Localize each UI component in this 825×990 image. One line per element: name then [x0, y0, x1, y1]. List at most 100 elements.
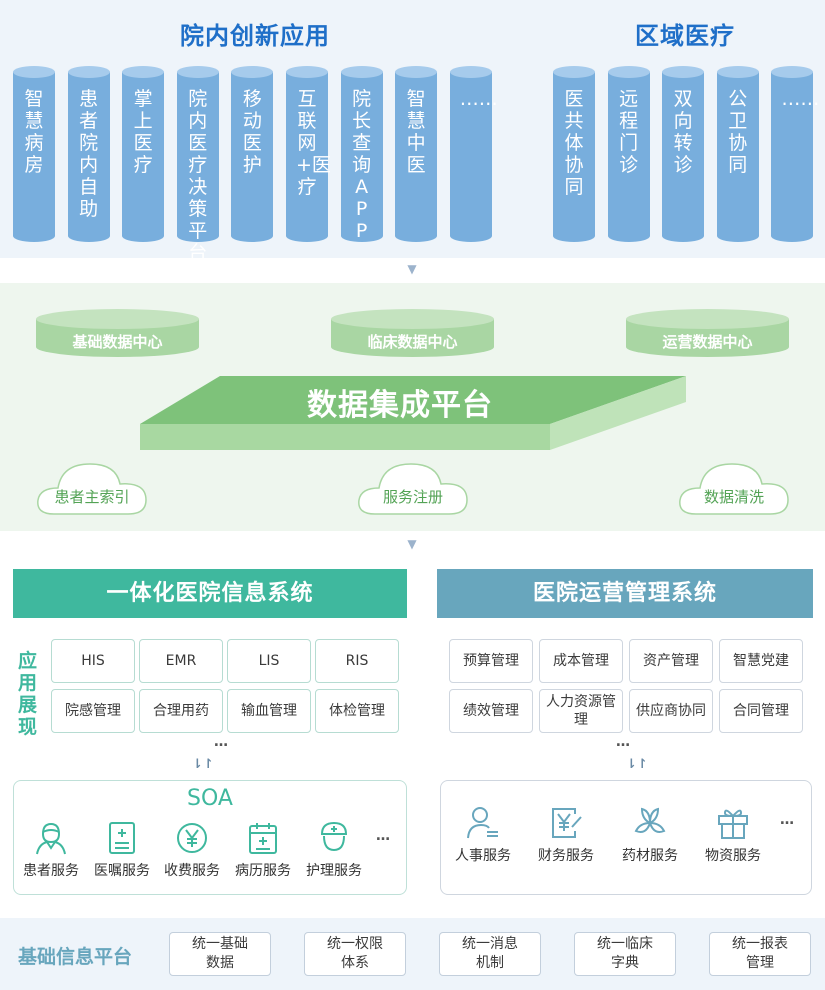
column-label: 互联网+医疗 [296, 88, 331, 198]
app-chip: 资产管理 [629, 639, 713, 683]
cloud-icon [37, 463, 147, 515]
app-chip-label: 绩效管理 [463, 703, 519, 719]
column-cylinder: 患者院内自助 [67, 66, 110, 242]
column-label: 掌上医疗 [133, 88, 153, 176]
data-center-operation: 运营数据中心 [626, 309, 789, 357]
soa-box [13, 780, 407, 895]
service-label: 收费服务 [164, 863, 220, 879]
base-item-label: 统一报表管理 [732, 936, 788, 971]
service-label: 护理服务 [306, 863, 362, 879]
operation-service-box [440, 780, 812, 895]
column-cylinder: 掌上医疗 [122, 66, 165, 242]
column-label: 智慧中医 [406, 88, 426, 176]
base-item-label: 统一临床字典 [597, 936, 653, 971]
app-chip: 供应商协同 [629, 689, 713, 733]
column-label: 公卫协同 [728, 88, 748, 176]
innovation-title: 院内创新应用 [180, 22, 330, 50]
service-hr: 人事服务 [450, 805, 516, 865]
app-chip-label: 体检管理 [329, 703, 385, 719]
cylinder-icon [607, 66, 650, 242]
app-chip-label: 资产管理 [643, 653, 699, 669]
base-item: 统一权限体系 [304, 932, 406, 976]
cylinder-icon [67, 66, 110, 242]
column-label: 患者院内自助 [79, 88, 99, 220]
bidirectional-arrow-icon: ⇂↾ [626, 757, 648, 772]
app-chip: 人力资源管理 [539, 689, 623, 733]
clipboard-icon [109, 822, 135, 854]
cylinder-icon [340, 66, 383, 242]
cylinder-icon [36, 309, 199, 357]
service-label: 病历服务 [235, 863, 291, 879]
app-chip: 体检管理 [315, 689, 399, 733]
app-chip: 合同管理 [719, 689, 803, 733]
arrow-down-icon: ▼ [407, 262, 417, 276]
app-chip-label: 智慧党建 [733, 653, 789, 669]
service-label: 患者服务 [23, 863, 79, 879]
column-cylinder: 智慧病房 [13, 66, 55, 242]
services-more: … [780, 812, 795, 828]
base-item: 统一临床字典 [574, 932, 676, 976]
herb-leaf-icon [634, 807, 666, 833]
app-chip: 成本管理 [539, 639, 623, 683]
calendar-record-icon [249, 823, 277, 854]
nurse-icon [36, 822, 66, 855]
column-cylinder: 医共体协同 [553, 66, 595, 242]
base-item-label: 统一消息机制 [462, 936, 518, 971]
column-cylinder: 双向转诊 [662, 66, 705, 242]
cylinder-icon [716, 66, 759, 242]
cylinder-icon [286, 66, 328, 242]
service-label: 财务服务 [538, 848, 594, 864]
service-record: 病历服务 [230, 820, 296, 880]
services-more: … [376, 828, 391, 844]
column-cylinder: 院内医疗决策平台 [176, 66, 219, 264]
cylinder-icon [662, 66, 705, 242]
app-chip: 合理用药 [139, 689, 223, 733]
app-chip: HIS [51, 639, 135, 683]
column-cylinder: 院长查询APP [340, 66, 383, 242]
data-center-basic: 基础数据中心 [36, 309, 199, 357]
cylinder-icon [13, 66, 55, 242]
app-chip: 预算管理 [449, 639, 533, 683]
app-chip-label: 供应商协同 [636, 703, 706, 719]
integrated-his-title: 一体化医院信息系统 [13, 569, 407, 618]
app-chip-label: 成本管理 [553, 653, 609, 669]
cylinder-icon [122, 66, 165, 242]
service-label: 人事服务 [455, 848, 511, 864]
app-chip-label: LIS [258, 653, 280, 669]
cylinder-icon [626, 309, 789, 357]
cylinder-icon [176, 66, 219, 242]
column-label: 双向转诊 [673, 88, 693, 176]
cylinder-icon [771, 66, 814, 242]
column-label: …… [459, 88, 498, 110]
app-chip: EMR [139, 639, 223, 683]
service-nursing: 护理服务 [301, 820, 367, 880]
column-cylinder: 公卫协同 [716, 66, 759, 242]
base-item-label: 统一基础数据 [192, 936, 248, 971]
column-label: 医共体协同 [564, 88, 584, 198]
service-billing: 收费服务 [159, 820, 225, 880]
service-label: 药材服务 [622, 848, 678, 864]
column-cylinder: …… [771, 66, 819, 242]
cloud-label: 数据清洗 [703, 488, 764, 506]
column-label: 移动医护 [242, 88, 262, 176]
column-label: 院内医疗决策平台 [188, 88, 208, 264]
apps-more: … [214, 734, 229, 750]
app-display-label: 应用展现 [18, 650, 38, 738]
base-item: 统一报表管理 [709, 932, 811, 976]
app-chip: 院感管理 [51, 689, 135, 733]
service-order: 医嘱服务 [89, 820, 155, 880]
cloud-icon [358, 463, 468, 515]
app-chip-label: 院感管理 [65, 703, 121, 719]
cloud-data-cleansing: 数据清洗 [676, 458, 792, 516]
cloud-label: 服务注册 [382, 488, 443, 506]
app-chip-label: 输血管理 [241, 703, 297, 719]
app-chip-label: EMR [165, 653, 197, 669]
column-label: 远程门诊 [619, 88, 639, 176]
finance-icon [552, 808, 582, 838]
column-cylinder: 移动医护 [231, 66, 274, 242]
app-chip: 智慧党建 [719, 639, 803, 683]
column-label: 智慧病房 [24, 88, 44, 176]
app-chip-label: 合同管理 [733, 703, 789, 719]
base-item: 统一基础数据 [169, 932, 271, 976]
base-item: 统一消息机制 [439, 932, 541, 976]
